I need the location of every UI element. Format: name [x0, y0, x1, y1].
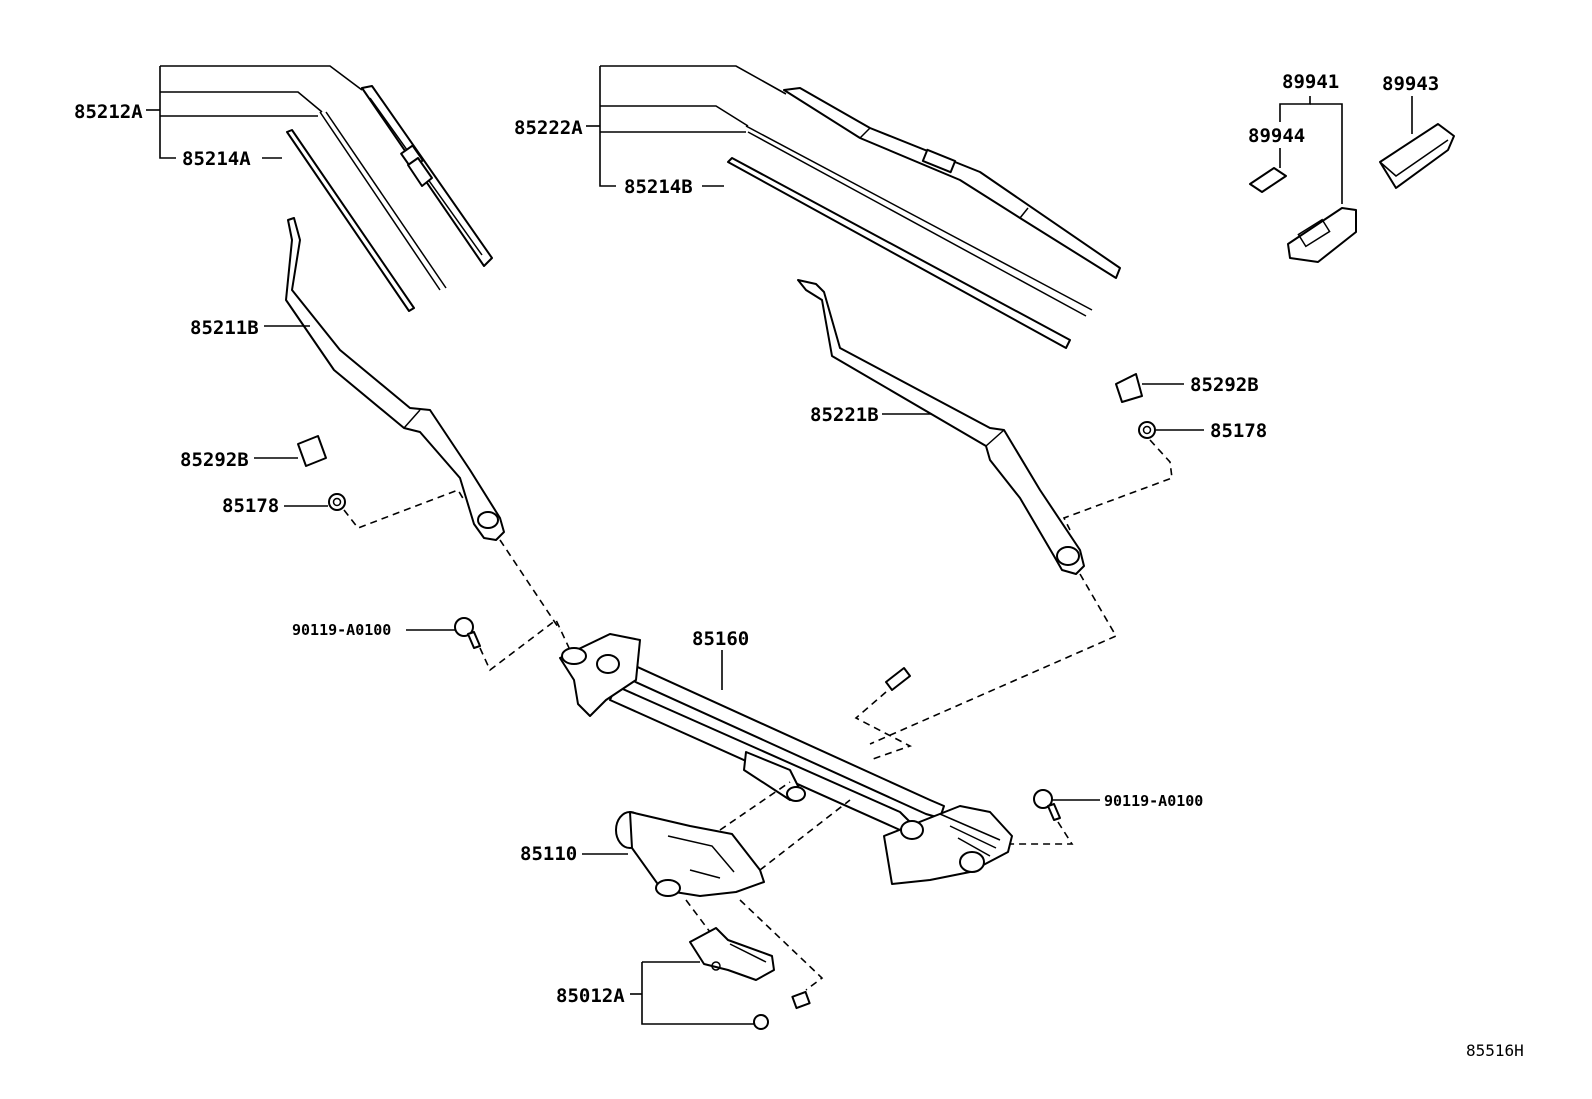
bracket-85222A	[586, 65, 787, 187]
left-nut-85178	[328, 493, 346, 511]
label-85178-right: 85178	[1210, 420, 1267, 442]
right-blade-rubber-inner	[745, 125, 1093, 317]
left-blade-refill	[286, 129, 415, 312]
label-85292B-left: 85292B	[180, 449, 249, 471]
label-85178-left: 85178	[222, 495, 279, 517]
left-cap-85292B	[297, 435, 327, 467]
nut-85012A-b	[753, 1014, 769, 1030]
left-bolt-90119	[454, 617, 481, 649]
wiper-motor	[615, 811, 765, 897]
label-85222A: 85222A	[514, 117, 583, 139]
label-85212A: 85212A	[74, 101, 143, 123]
right-wiper-blade	[783, 87, 1121, 279]
left-wiper-arm	[285, 217, 505, 541]
left-wiper-blade	[361, 85, 493, 267]
bracket-85212A	[146, 65, 363, 159]
motor-bracket	[689, 927, 775, 981]
label-85012A: 85012A	[556, 985, 625, 1007]
wiper-linkage	[559, 633, 1013, 885]
bracket-89941	[1279, 96, 1413, 204]
label-85292B-right: 85292B	[1190, 374, 1259, 396]
label-85221B: 85221B	[810, 404, 879, 426]
bracket-85012A	[630, 961, 754, 1025]
label-90119-left: 90119-A0100	[292, 621, 391, 639]
diagram-reference-code: 85516H	[1466, 1041, 1524, 1060]
label-85214A: 85214A	[182, 148, 251, 170]
label-89943: 89943	[1382, 73, 1439, 95]
right-nut-85178	[1138, 421, 1156, 439]
right-blade-refill	[727, 157, 1071, 349]
right-bolt-90119	[1033, 789, 1061, 821]
label-90119-right: 90119-A0100	[1104, 792, 1203, 810]
right-cap-85292B	[1115, 373, 1143, 403]
label-85110: 85110	[520, 843, 577, 865]
part-89943	[1379, 123, 1455, 189]
nut-85012A-a	[791, 990, 811, 1010]
part-89944	[1249, 167, 1287, 193]
label-89941: 89941	[1282, 71, 1339, 93]
linkage-bolt	[885, 667, 911, 691]
label-89944: 89944	[1248, 125, 1305, 147]
label-85211B: 85211B	[190, 317, 259, 339]
left-blade-rubber-inner	[319, 111, 447, 291]
label-85214B: 85214B	[624, 176, 693, 198]
right-wiper-arm	[797, 279, 1085, 575]
label-85160: 85160	[692, 628, 749, 650]
part-89941	[1287, 207, 1357, 263]
